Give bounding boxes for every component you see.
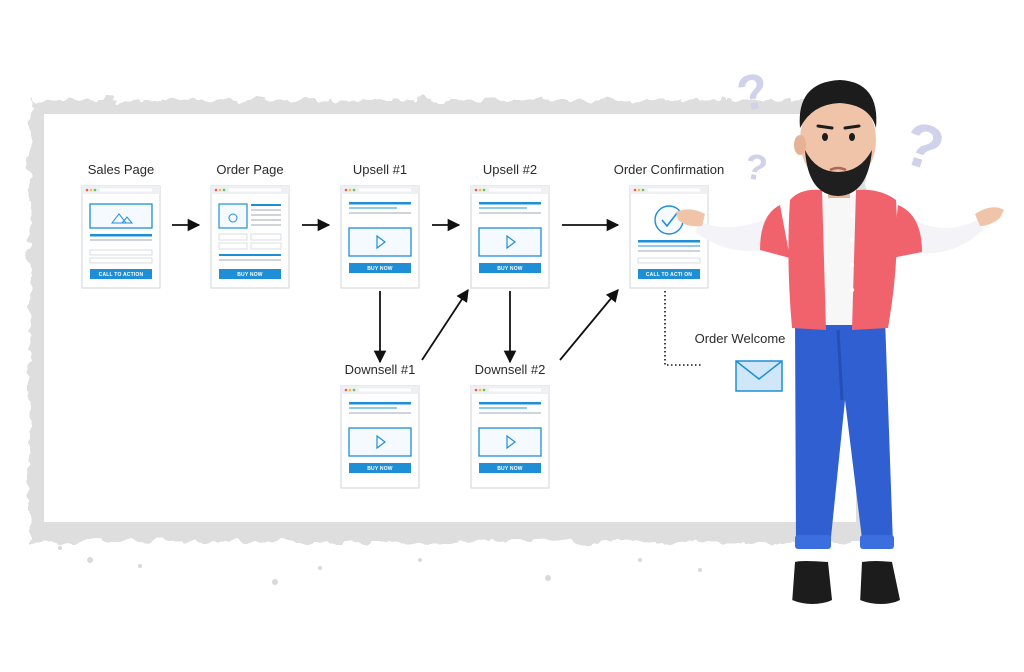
page-label: Sales Page [88,162,155,177]
page-cta-label: CALL TO ACTI ON [646,272,692,278]
order-welcome-email: Order Welcome [695,331,786,392]
video-player-icon [478,227,542,257]
page-cta-button [219,269,281,279]
page-label: Downsell #2 [475,362,546,377]
page-cta-label: CALL TO ACTION [99,272,144,278]
page-cta-label: BUY NOW [367,266,393,272]
video-player-icon [478,427,542,457]
page-cta-button [479,263,541,273]
page-node-downsell2: Downsell #2 BUY NOW [470,362,550,489]
confused-man-character: ? ? ? [676,62,1004,608]
video-player-icon [348,427,412,457]
page-cta-label: BUY NOW [497,466,523,472]
page-cta-button [349,463,411,473]
page-label: Upsell #2 [483,162,537,177]
product-card-icon [218,203,248,229]
email-label: Order Welcome [695,331,786,346]
page-label: Order Confirmation [614,162,725,177]
envelope-icon [735,360,783,392]
page-cta-label: BUY NOW [497,266,523,272]
page-node-downsell1: Downsell #1 BUY NOW [340,362,420,489]
arrow-confirm-to-email [664,291,702,366]
arrow-downsell2-to-confirm [559,289,619,361]
character-head [794,80,877,196]
funnel-arrows [172,218,702,366]
page-cta-label: BUY NOW [237,272,263,278]
page-cta-label: BUY NOW [367,466,393,472]
page-label: Downsell #1 [345,362,416,377]
page-node-upsell1: Upsell #1 BUY NOW [340,162,420,289]
image-placeholder-icon [89,203,153,229]
page-cta-button [90,269,152,279]
page-cta-button [479,463,541,473]
page-node-upsell2: Upsell #2 BUY NOW [470,162,550,289]
video-player-icon [348,227,412,257]
page-cta-button [349,263,411,273]
page-cta-button [638,269,700,279]
page-label: Upsell #1 [353,162,407,177]
sneakers [792,561,902,608]
page-label: Order Page [216,162,283,177]
question-mark-icon: ? [895,108,952,185]
arrow-downsell1-to-upsell2 [421,288,469,361]
